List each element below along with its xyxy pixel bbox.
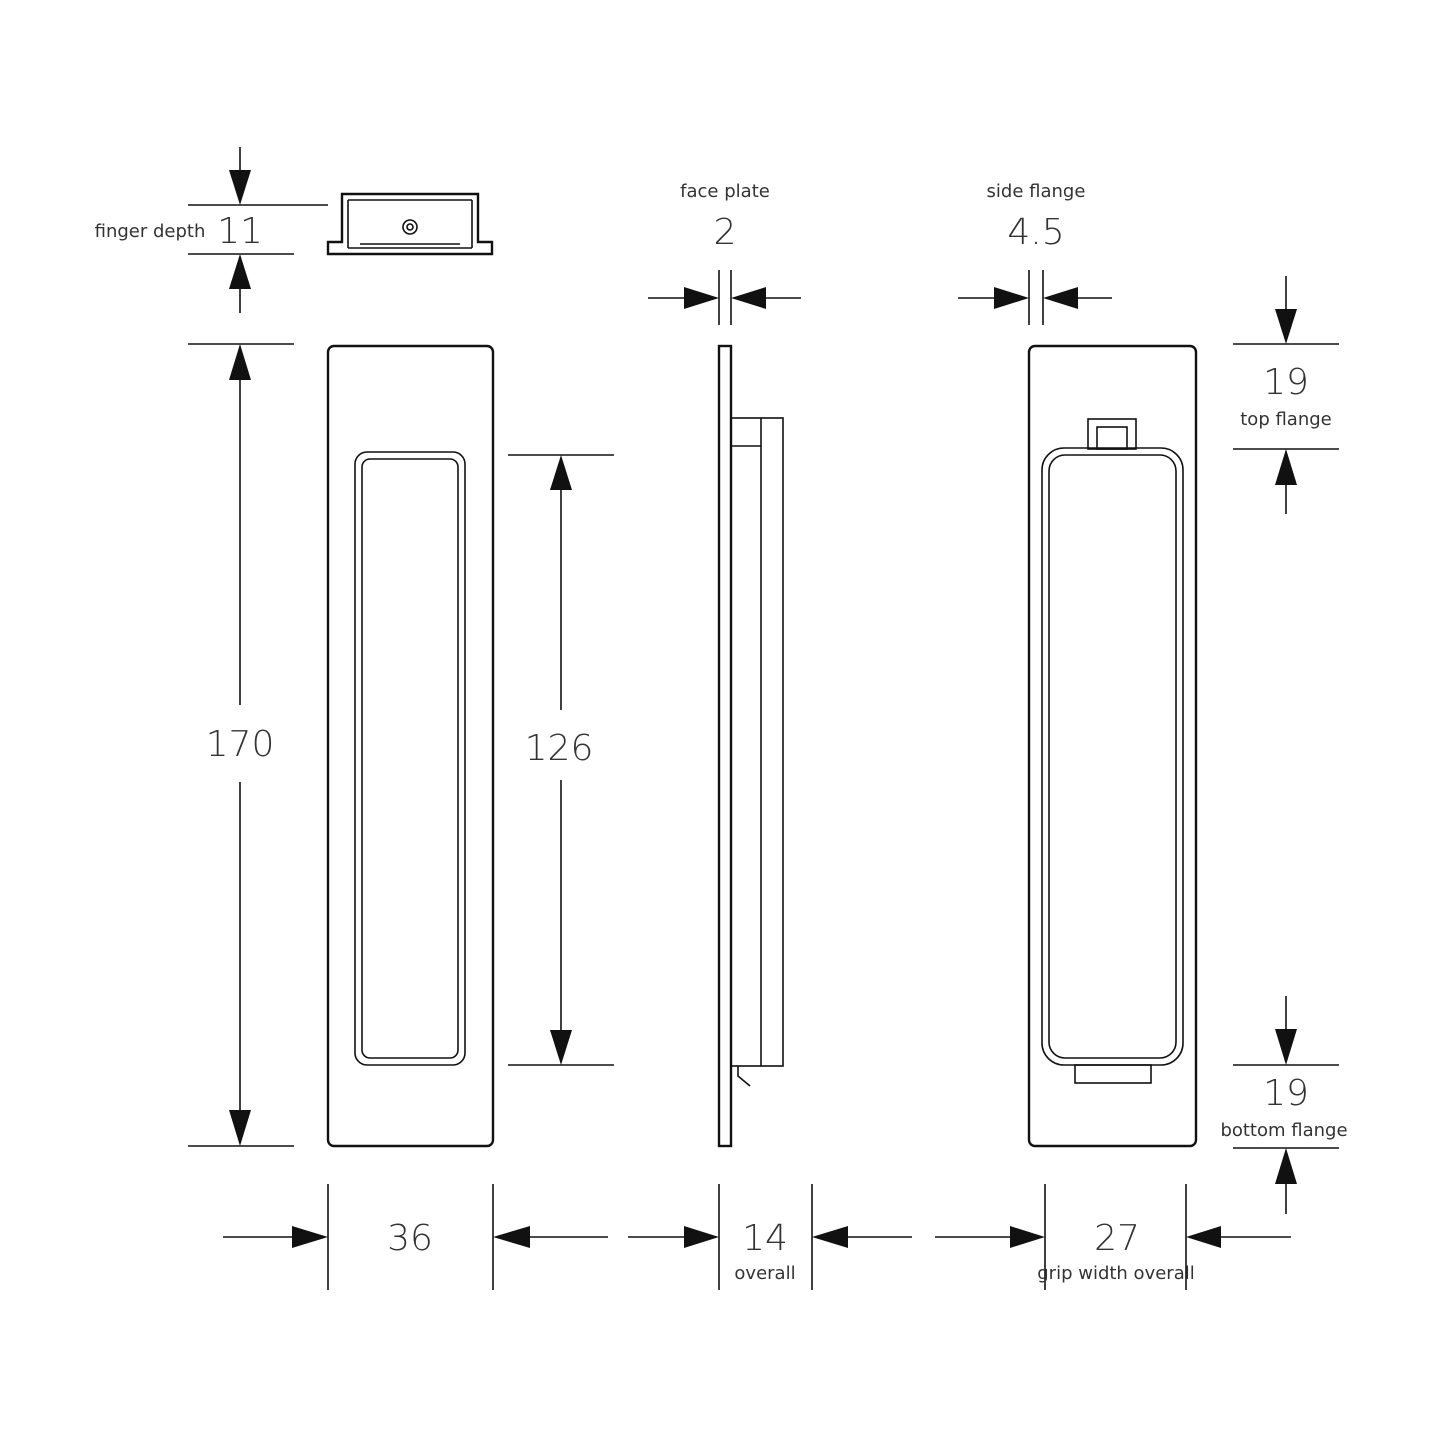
bottom-flange-dimension: 19 bottom flange — [1220, 996, 1348, 1214]
grip-length-dimension: 126 — [508, 454, 614, 1066]
face-plate-dimension: 2 face plate — [648, 181, 801, 325]
side-flange-dimension: 4.5 side flange — [958, 181, 1112, 325]
finger-depth-label: finger depth — [95, 221, 206, 242]
overall-depth-dimension: 14 overall — [628, 1184, 912, 1290]
overall-label: overall — [734, 1263, 795, 1284]
face-plate-label: face plate — [680, 181, 770, 202]
overall-value: 14 — [742, 1218, 788, 1259]
top-flange-value: 19 — [1263, 362, 1309, 403]
back-view — [1027, 344, 1198, 1148]
grip-width-value: 27 — [1094, 1218, 1140, 1259]
side-view — [717, 344, 784, 1148]
front-view — [326, 344, 495, 1148]
width-dimension: 36 — [223, 1184, 608, 1290]
height-dimension: 170 — [188, 343, 294, 1147]
bottom-flange-label: bottom flange — [1220, 1120, 1347, 1141]
top-flange-label: top flange — [1240, 409, 1332, 430]
grip-width-dimension: 27 grip width overall — [935, 1184, 1291, 1290]
finger-depth-value: 11 — [217, 211, 263, 252]
height-value: 170 — [206, 724, 275, 765]
side-flange-value: 4.5 — [1007, 212, 1064, 253]
top-view — [326, 192, 494, 256]
top-flange-dimension: 19 top flange — [1233, 276, 1339, 514]
width-value: 36 — [387, 1218, 433, 1259]
grip-length-value: 126 — [525, 728, 594, 769]
finger-depth-dimension: 11 finger depth — [95, 147, 328, 313]
side-flange-label: side flange — [987, 181, 1086, 202]
grip-width-label: grip width overall — [1037, 1263, 1194, 1284]
bottom-flange-value: 19 — [1263, 1073, 1309, 1114]
face-plate-value: 2 — [714, 212, 737, 253]
